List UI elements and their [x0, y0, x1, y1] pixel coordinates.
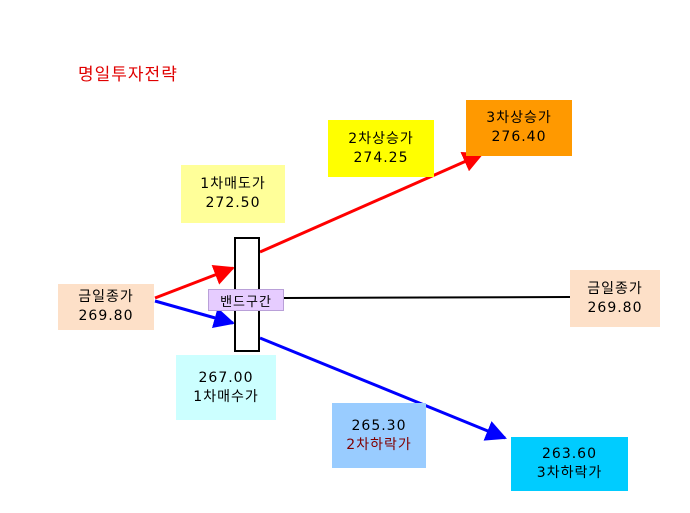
rise-arrow-line	[154, 264, 235, 300]
band-label: 밴드구간	[208, 289, 284, 311]
sell1-value: 272.50	[205, 195, 261, 211]
flat-line	[283, 296, 571, 299]
fall-trend-line	[259, 336, 507, 441]
today-close-left-value: 269.80	[78, 308, 134, 324]
rise2-value: 274.25	[353, 149, 409, 166]
fall2-box: 265.30 2차하락가	[332, 403, 426, 468]
fall3-box: 263.60 3차하락가	[511, 437, 628, 491]
buy1-label: 1차매수가	[193, 388, 259, 405]
sell1-box: 1차매도가 272.50	[181, 165, 285, 223]
fall2-value: 265.30	[351, 417, 407, 434]
rise3-label: 3차상승가	[486, 110, 552, 126]
buy1-box: 267.00 1차매수가	[176, 355, 276, 420]
rise2-box: 2차상승가 274.25	[328, 120, 434, 177]
today-close-right-box: 금일종가 269.80	[570, 270, 660, 327]
today-close-left-box: 금일종가 269.80	[58, 284, 154, 330]
buy1-value: 267.00	[198, 369, 254, 386]
today-close-left-label: 금일종가	[78, 289, 134, 305]
today-close-right-value: 269.80	[587, 299, 643, 316]
rise3-value: 276.40	[491, 129, 547, 145]
fall-arrow-line	[154, 299, 236, 328]
rise3-box: 3차상승가 276.40	[466, 100, 572, 156]
page-title: 명일투자전략	[78, 65, 178, 85]
fall3-label: 3차하락가	[536, 465, 603, 481]
today-close-right-label: 금일종가	[587, 280, 643, 297]
sell1-label: 1차매도가	[200, 176, 266, 192]
fall2-label: 2차하락가	[346, 436, 412, 453]
rise-trend-line	[259, 152, 484, 254]
rise2-label: 2차상승가	[348, 130, 414, 147]
fall3-value: 263.60	[542, 446, 597, 462]
